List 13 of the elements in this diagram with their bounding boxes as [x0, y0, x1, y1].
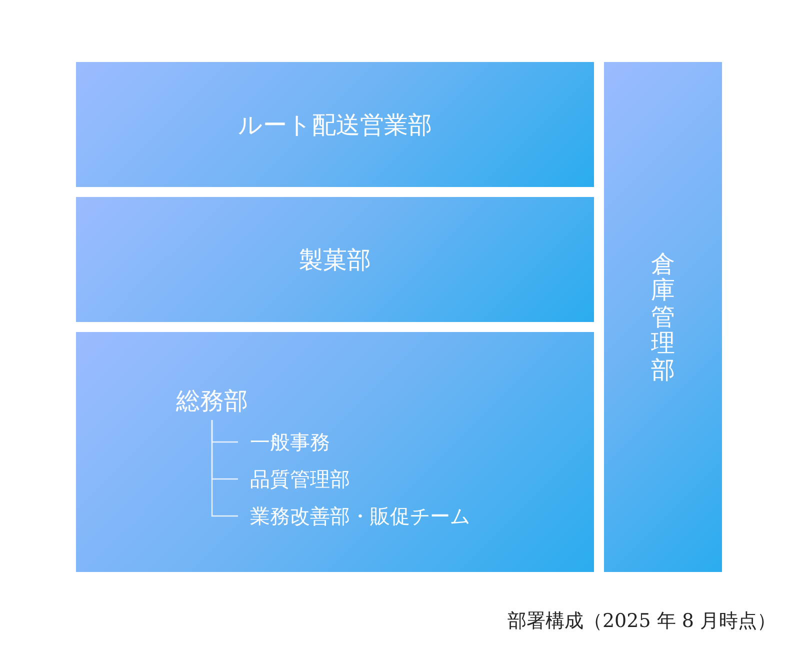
- section-heading: 総務部: [176, 386, 248, 417]
- sub-department-name: 品質管理部: [250, 466, 350, 492]
- sub-department-name: 業務改善部・販促チーム: [250, 502, 470, 530]
- department-panel: [604, 62, 722, 572]
- department-name: ルート配送営業部: [238, 110, 432, 140]
- department-name: 製菓部: [299, 244, 371, 276]
- department-name: 倉庫管理部: [651, 251, 675, 383]
- tree-connector: [211, 420, 238, 517]
- department-panel: [76, 332, 594, 572]
- caption: 部署構成（2025 年 8 月時点）: [507, 609, 776, 634]
- sub-department-name: 一般事務: [250, 428, 330, 456]
- department-panel: [76, 62, 594, 187]
- department-panel: [76, 197, 594, 322]
